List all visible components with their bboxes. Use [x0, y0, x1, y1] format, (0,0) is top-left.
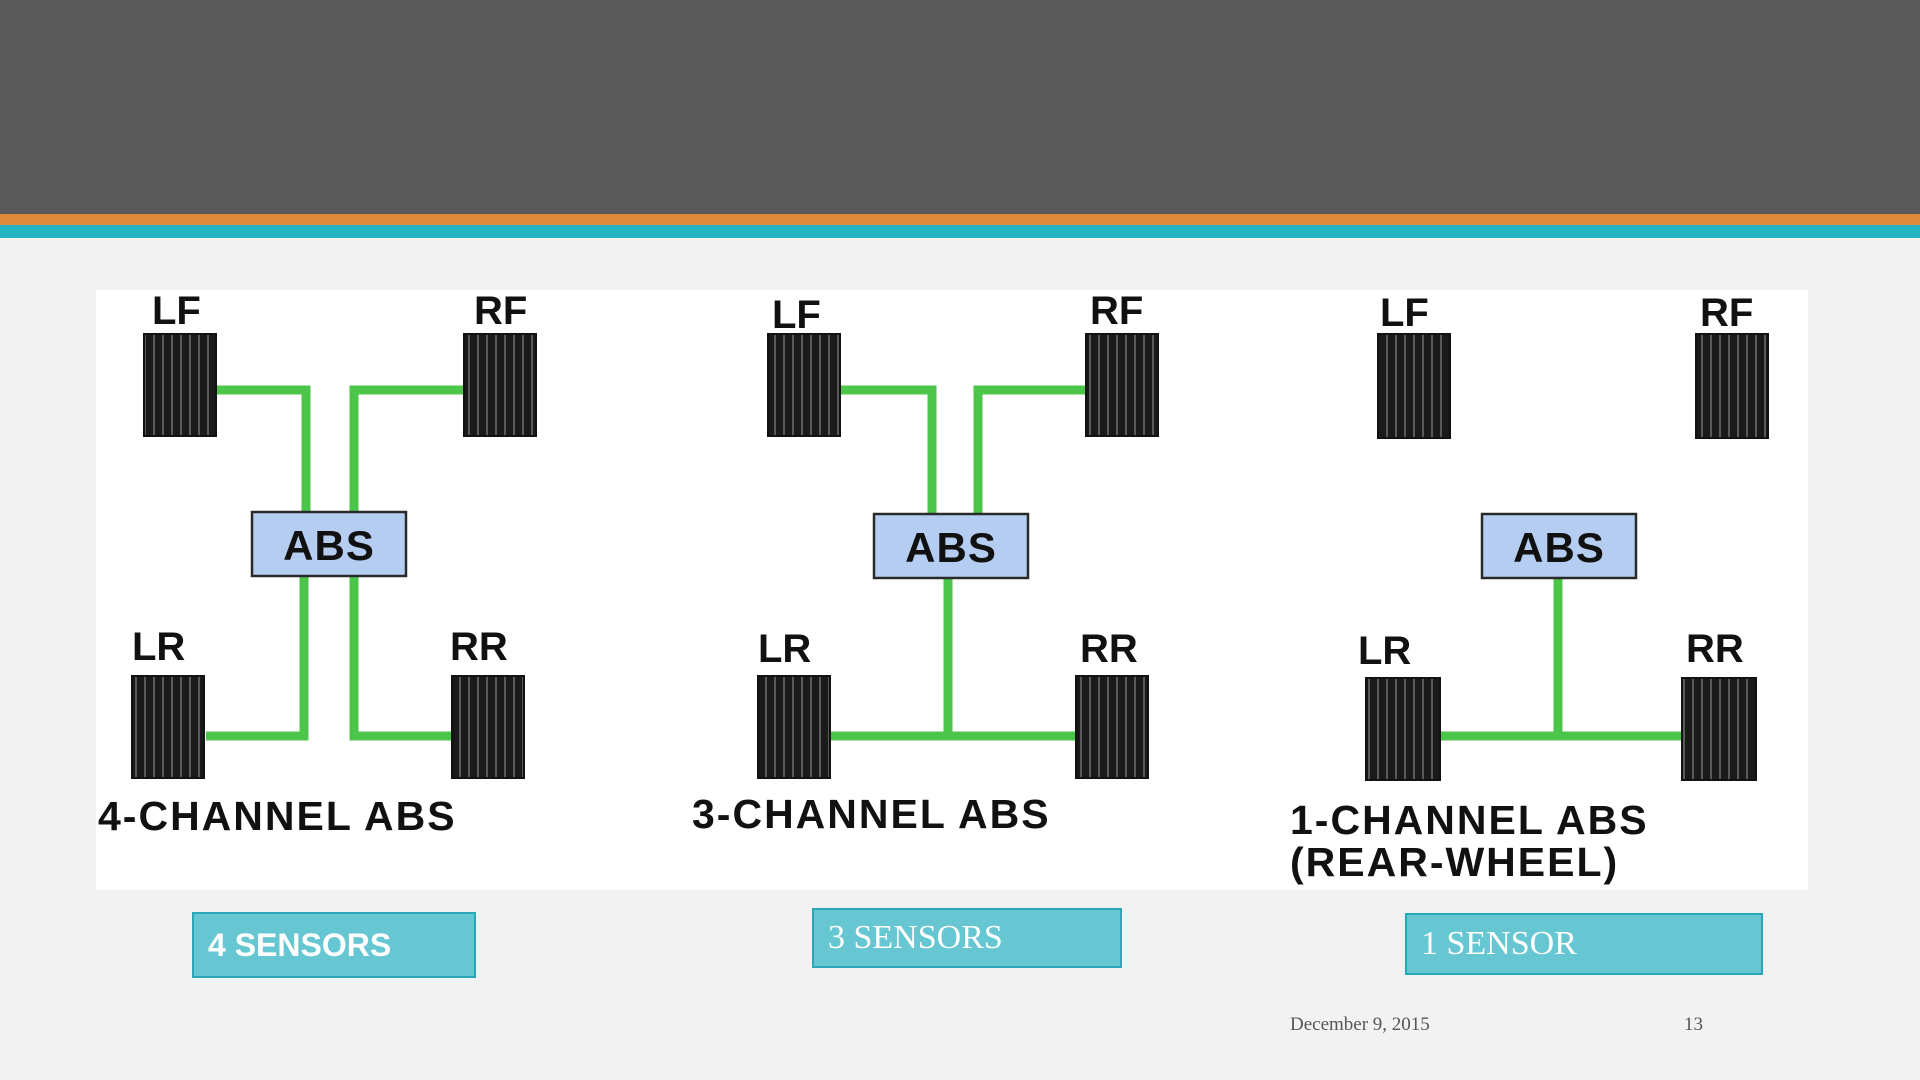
- wheel-lf: [1377, 333, 1451, 439]
- sensor-count-box-4: 4 SENSORS: [192, 912, 476, 978]
- diagram-caption: 1-CHANNEL ABS: [1290, 797, 1649, 843]
- wheel-label-rr: RR: [450, 625, 508, 669]
- diagram-1-channel: LF RF LR RR ABS 1-CHANNEL ABS (REAR-WHEE…: [1290, 291, 1769, 885]
- wheel-lf: [767, 333, 841, 437]
- wheel-label-lf: LF: [152, 290, 201, 333]
- abs-diagram-panel: LF RF LR RR ABS 4-CHANNEL ABS LF RF: [96, 290, 1808, 890]
- header-band: [0, 0, 1920, 214]
- sensor-count-box-1: 1 SENSOR: [1405, 913, 1763, 975]
- diagram-4-channel: LF RF LR RR ABS 4-CHANNEL ABS: [98, 290, 537, 839]
- wheel-label-lf: LF: [772, 293, 821, 337]
- abs-module: [1480, 512, 1638, 580]
- abs-module: [250, 510, 408, 578]
- accent-stripe-orange: [0, 214, 1920, 225]
- wheel-label-rf: RF: [1700, 291, 1753, 335]
- sensor-line-lf: [840, 385, 937, 514]
- abs-module-label: ABS: [283, 522, 375, 569]
- abs-channel-diagrams: LF RF LR RR ABS 4-CHANNEL ABS LF RF: [98, 290, 1769, 885]
- wheel-rf: [1695, 333, 1769, 439]
- wheel-rf: [463, 333, 537, 437]
- diagram-3-channel: LF RF LR RR ABS 3-CHANNEL ABS: [692, 290, 1159, 837]
- wheel-label-lr: LR: [132, 625, 185, 669]
- wheel-label-rr: RR: [1080, 627, 1138, 671]
- sensor-line-rr: [349, 576, 456, 741]
- accent-stripe-teal: [0, 225, 1920, 238]
- wheel-label-lf: LF: [1380, 291, 1429, 335]
- abs-module-label: ABS: [1513, 524, 1605, 571]
- slide-page-number: 13: [1684, 1014, 1703, 1035]
- wheel-label-lr: LR: [758, 627, 811, 671]
- wheel-label-rf: RF: [1090, 290, 1143, 333]
- wheel-label-rr: RR: [1686, 627, 1744, 671]
- sensor-line-lr: [206, 576, 309, 741]
- wheel-label-lr: LR: [1358, 629, 1411, 673]
- wheel-rf: [1085, 333, 1159, 437]
- abs-module-label: ABS: [905, 524, 997, 571]
- wheel-lf: [143, 333, 217, 437]
- wheel-rr: [1681, 677, 1757, 781]
- diagram-caption: 3-CHANNEL ABS: [692, 791, 1051, 837]
- wheel-label-rf: RF: [474, 290, 527, 333]
- sensor-line-lf: [216, 385, 311, 512]
- wheel-rr: [1075, 675, 1149, 779]
- wheel-lr: [1365, 677, 1441, 781]
- sensor-line-rf: [973, 385, 1090, 514]
- wheel-lr: [131, 675, 205, 779]
- diagram-caption-subtitle: (REAR-WHEEL): [1290, 839, 1619, 885]
- sensor-count-box-3: 3 SENSORS: [812, 908, 1122, 968]
- abs-module: [872, 512, 1030, 580]
- wheel-rr: [451, 675, 525, 779]
- sensor-line-rf: [349, 385, 466, 512]
- diagram-caption: 4-CHANNEL ABS: [98, 793, 457, 839]
- slide-date: December 9, 2015: [1290, 1014, 1430, 1035]
- wheel-lr: [757, 675, 831, 779]
